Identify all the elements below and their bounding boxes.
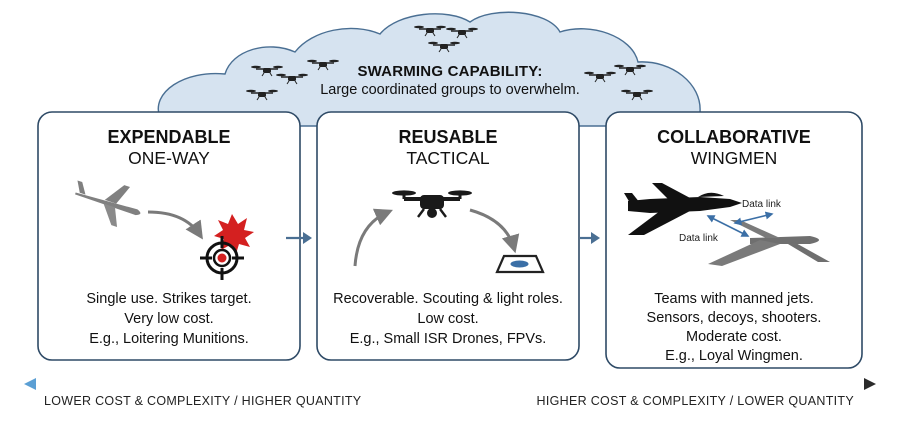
fighter-jet-icon <box>624 183 742 235</box>
card-collaborative <box>605 111 863 369</box>
card-subtitle: TACTICAL <box>406 148 490 168</box>
axis-label-left: LOWER COST & COMPLEXITY / HIGHER QUANTIT… <box>44 394 362 408</box>
card-description-line: Single use. Strikes target. <box>86 291 252 307</box>
landing-arrow <box>469 208 520 254</box>
card-description-line: Sensors, decoys, shooters. <box>646 310 822 326</box>
card-title: EXPENDABLE <box>107 127 231 147</box>
card-subtitle: ONE-WAY <box>128 148 210 168</box>
progression-arrow <box>286 232 312 244</box>
landing-pad-icon <box>495 254 545 274</box>
swarm-cloud <box>157 11 721 127</box>
quadcopter-icon <box>392 190 472 218</box>
takeoff-arrow <box>353 208 393 267</box>
card-subtitle: WINGMEN <box>690 148 778 168</box>
cloud-title: SWARMING CAPABILITY: <box>357 63 543 80</box>
card-description-line: E.g., Loyal Wingmen. <box>665 348 803 364</box>
card-reusable <box>316 111 580 361</box>
data-link-arrow <box>706 215 750 237</box>
axis-label-right: HIGHER COST & COMPLEXITY / LOWER QUANTIT… <box>536 394 854 408</box>
card-description-line: E.g., Loitering Munitions. <box>89 331 249 347</box>
card-description-line: Recoverable. Scouting & light roles. <box>333 291 563 307</box>
data-link-label: Data link <box>679 233 718 244</box>
card-description-line: E.g., Small ISR Drones, FPVs. <box>349 331 547 347</box>
card-description-line: Teams with manned jets. <box>654 291 814 307</box>
strike-arrow <box>147 210 203 240</box>
card-description-line: Low cost. <box>417 311 479 327</box>
card-description-line: Very low cost. <box>124 311 214 327</box>
cost-axis <box>24 378 876 390</box>
card-expendable <box>37 111 301 361</box>
progression-arrow <box>580 232 600 244</box>
card-description-line: Moderate cost. <box>686 329 782 345</box>
card-title: REUSABLE <box>398 127 498 147</box>
data-link-label: Data link <box>742 199 781 210</box>
card-title: COLLABORATIVE <box>657 127 811 147</box>
plane-icon <box>75 180 141 227</box>
target-icon <box>200 236 244 280</box>
cloud-subtitle: Large coordinated groups to overwhelm. <box>320 82 580 98</box>
